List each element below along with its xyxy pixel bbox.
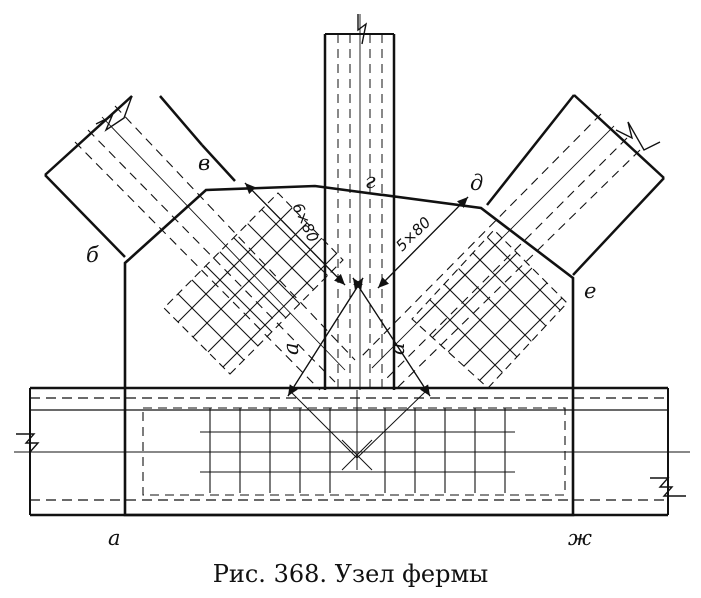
center-diagonals (290, 390, 426, 471)
point-label-b: б (86, 243, 99, 267)
point-label-e: е (584, 279, 596, 303)
point-label-a: а (108, 526, 121, 550)
dimension-lines (244, 182, 469, 397)
weld-label-left: 6×80 (288, 200, 322, 245)
point-label-zh: ж (568, 526, 592, 550)
vertical-member (323, 14, 396, 390)
dimension-label-a-right: а (385, 342, 409, 355)
left-diagonal-member (44, 95, 356, 391)
dimension-label-a-left: а (279, 342, 303, 355)
gusset-plate (123, 184, 575, 517)
point-label-g: г (365, 169, 376, 193)
weld-label-right: 5×80 (392, 213, 434, 255)
gusset-inner-outline (142, 407, 566, 496)
point-label-d: д (470, 171, 483, 195)
figure-caption: Рис. 368. Узел фермы (212, 560, 489, 588)
point-label-v: в (198, 151, 210, 175)
right-diagonal-member (359, 94, 665, 391)
truss-node-drawing: а б в г д е ж 6×80 5×80 а а (14, 14, 690, 550)
